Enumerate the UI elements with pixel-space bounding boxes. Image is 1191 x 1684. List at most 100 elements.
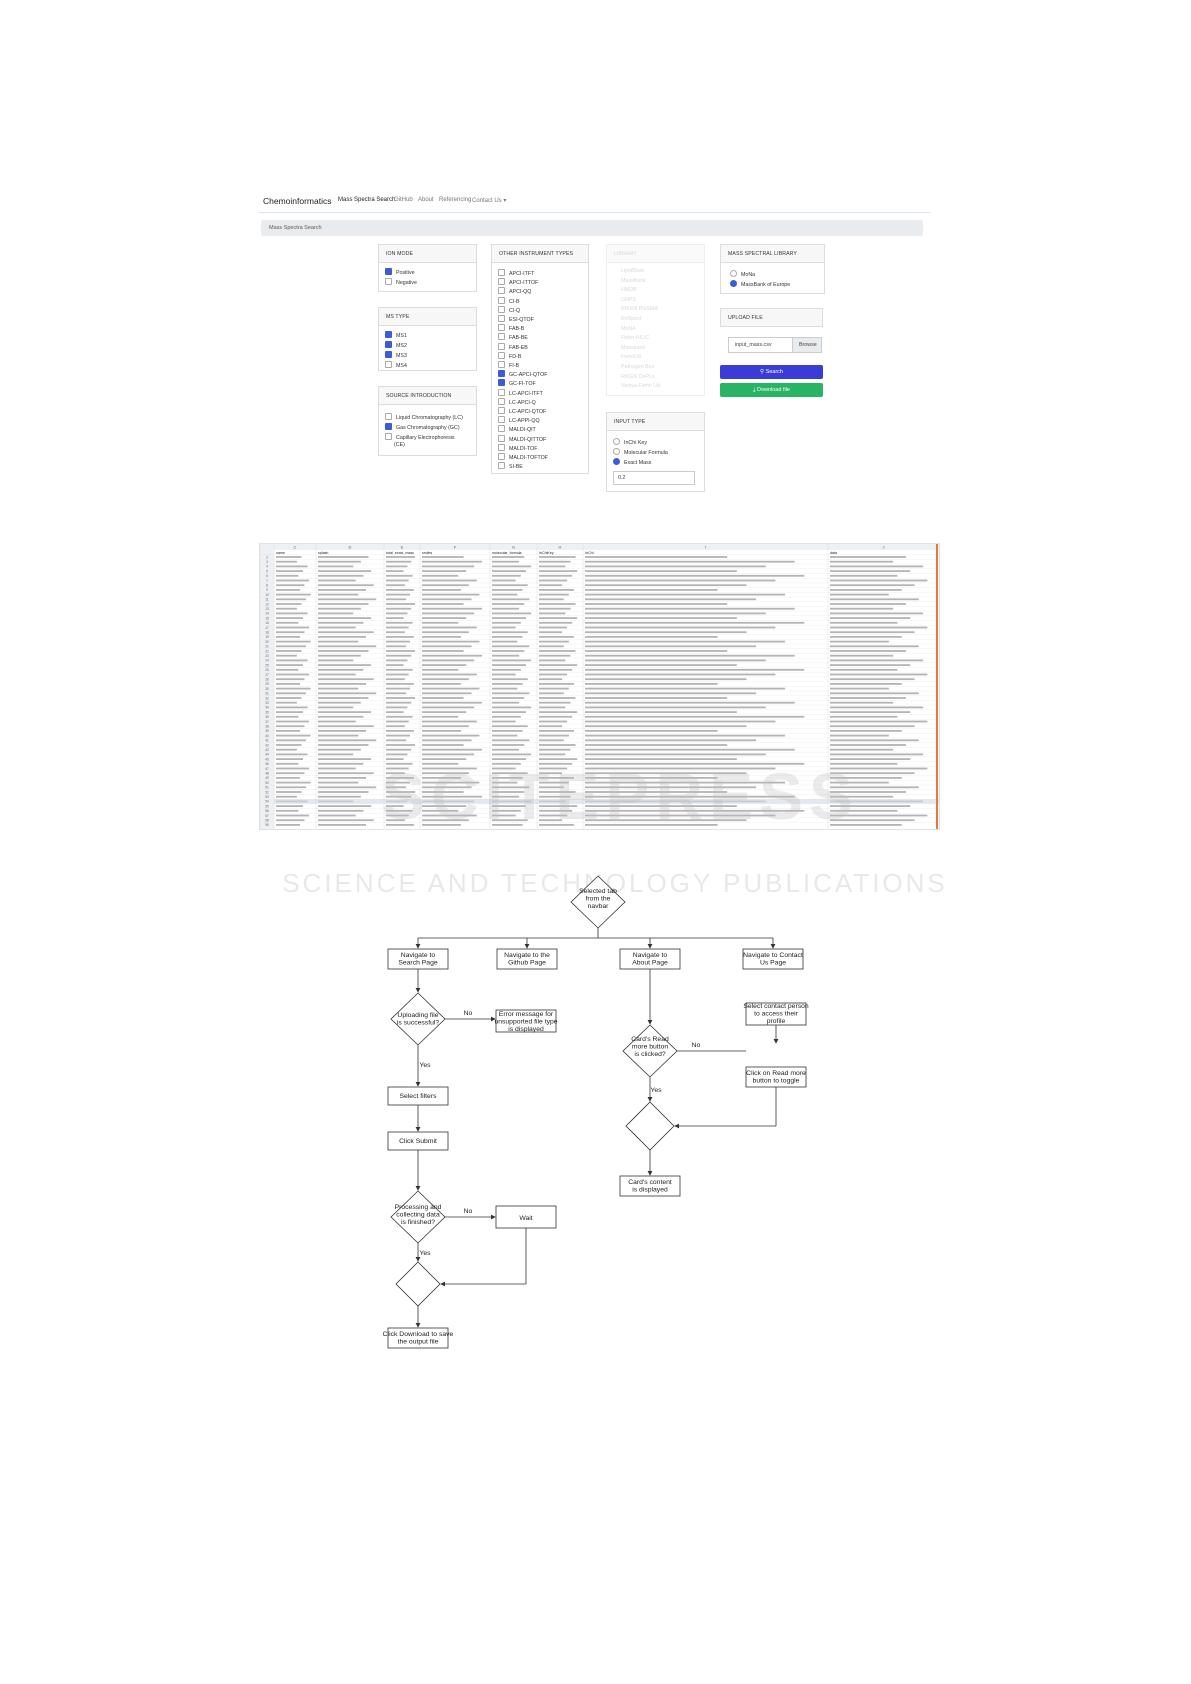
- nav-contact-us[interactable]: Contact Us ▾: [472, 198, 507, 204]
- cell-content: [539, 560, 571, 563]
- instrument-option[interactable]: APCI-QQ: [498, 287, 531, 295]
- source-lc[interactable]: Liquid Chromatography (LC): [385, 413, 463, 421]
- cell-content: [276, 645, 307, 648]
- instrument-option[interactable]: FAB-B: [498, 324, 524, 332]
- checkbox[interactable]: [498, 278, 505, 286]
- checkbox[interactable]: [498, 361, 505, 368]
- instrument-option[interactable]: GC-FI-TOF: [498, 379, 536, 387]
- cell-content: [830, 706, 924, 709]
- input-type-exact-mass[interactable]: Exact Mass: [613, 458, 651, 466]
- library-mona[interactable]: MoNa: [730, 270, 755, 278]
- checkbox[interactable]: [498, 397, 505, 405]
- library-option: Fiehn HILIC: [621, 335, 650, 342]
- checkbox[interactable]: [385, 433, 392, 440]
- instrument-option[interactable]: FAB-BE: [498, 333, 528, 341]
- checkbox[interactable]: [498, 434, 505, 442]
- instrument-option[interactable]: FI-B: [498, 361, 519, 369]
- checkbox[interactable]: [498, 370, 505, 378]
- navbar-brand[interactable]: Chemoinformatics: [263, 196, 332, 206]
- row-number: 33: [265, 701, 269, 705]
- checkbox[interactable]: [385, 331, 392, 338]
- checkbox[interactable]: [498, 388, 505, 396]
- instrument-option[interactable]: CI-Q: [498, 305, 520, 314]
- checkbox[interactable]: [498, 351, 505, 359]
- checkbox[interactable]: [385, 341, 392, 348]
- checkbox[interactable]: [498, 425, 505, 433]
- row-number: 10: [265, 593, 269, 597]
- nav-referencing[interactable]: Referencing: [439, 197, 472, 203]
- instrument-option[interactable]: APCI-ITTOF: [498, 278, 538, 286]
- checkbox[interactable]: [498, 315, 505, 322]
- instrument-option[interactable]: LC-APCI-ITFT: [498, 388, 543, 397]
- cell-content: [539, 744, 576, 746]
- checkbox[interactable]: [498, 296, 505, 304]
- instrument-option[interactable]: ESI-QTOF: [498, 315, 534, 323]
- checkbox[interactable]: [498, 407, 505, 414]
- checkbox[interactable]: [385, 413, 392, 420]
- checkbox[interactable]: [498, 453, 505, 460]
- browse-button[interactable]: Browse: [792, 338, 821, 352]
- checkbox[interactable]: [498, 305, 505, 313]
- instrument-option[interactable]: FAB-EB: [498, 342, 528, 351]
- cell-content: [386, 753, 408, 756]
- instrument-option[interactable]: LC-APPI-QQ: [498, 416, 540, 424]
- exact-mass-input[interactable]: 0.2: [613, 471, 695, 485]
- select-filters-label: Select filters: [399, 1093, 437, 1100]
- radio[interactable]: [613, 438, 620, 445]
- instrument-option[interactable]: MALDI-TOFTOF: [498, 453, 548, 461]
- cell-content: [539, 640, 569, 643]
- checkbox[interactable]: [498, 342, 505, 350]
- row-number: 16: [265, 621, 269, 625]
- source-gc[interactable]: Gas Chromatography (GC): [385, 423, 460, 431]
- search-button[interactable]: ⚲ Search: [720, 365, 823, 379]
- radio[interactable]: [613, 448, 620, 455]
- download-button[interactable]: ⤓ Download file: [720, 383, 823, 397]
- ion-mode-positive[interactable]: Positive: [385, 268, 415, 276]
- library-massbank-europe[interactable]: MassBank of Europe: [730, 280, 790, 288]
- checkbox[interactable]: [498, 462, 505, 470]
- input-type-molecular-formula[interactable]: Molecular Formula: [613, 448, 668, 456]
- ms-type-ms1[interactable]: MS1: [385, 331, 407, 339]
- instrument-option[interactable]: FD-B: [498, 351, 521, 360]
- cell-content: [318, 650, 369, 652]
- instrument-option[interactable]: LC-APCI-QTOF: [498, 407, 546, 415]
- instrument-option[interactable]: APCI-ITFT: [498, 269, 534, 277]
- nav-about[interactable]: About: [418, 197, 434, 203]
- checkbox[interactable]: [385, 351, 392, 358]
- download-icon: ⤓: [753, 387, 756, 393]
- checkbox[interactable]: [498, 287, 505, 295]
- ion-mode-negative[interactable]: Negative: [385, 278, 417, 286]
- checkbox[interactable]: [498, 379, 505, 387]
- source-ce[interactable]: Capillary Electrophoresis: [385, 433, 455, 441]
- checkbox[interactable]: [498, 443, 505, 451]
- nav-github[interactable]: GitHub: [394, 197, 413, 203]
- ms-type-ms2[interactable]: MS2: [385, 341, 407, 349]
- instrument-option[interactable]: GC-APCI-QTOF: [498, 370, 547, 378]
- checkbox[interactable]: [498, 333, 505, 341]
- row-number: 8: [266, 584, 268, 588]
- radio[interactable]: [730, 270, 737, 277]
- instrument-option[interactable]: MALDI-TOF: [498, 443, 537, 452]
- checkbox[interactable]: [385, 268, 392, 275]
- radio[interactable]: [613, 458, 620, 465]
- instrument-option[interactable]: MALDI-QIT: [498, 425, 536, 433]
- nav-mass-spectra-search[interactable]: Mass Spectra Search: [338, 197, 396, 203]
- checkbox[interactable]: [385, 278, 392, 285]
- checkbox[interactable]: [498, 416, 505, 424]
- radio[interactable]: [730, 280, 737, 287]
- checkbox[interactable]: [498, 324, 505, 332]
- cell-content: [585, 795, 795, 798]
- cell-content: [492, 711, 526, 713]
- checkbox[interactable]: [498, 269, 505, 276]
- checkbox[interactable]: [385, 423, 392, 430]
- instrument-option[interactable]: MALDI-QITTOF: [498, 434, 546, 443]
- file-input[interactable]: input_mass.csv Browse: [728, 337, 822, 353]
- input-type-inchikey[interactable]: InChi Key: [613, 438, 647, 446]
- cell-content: [318, 809, 364, 812]
- checkbox[interactable]: [385, 361, 392, 368]
- instrument-option[interactable]: SI-BE: [498, 462, 523, 470]
- ms-type-ms4[interactable]: MS4: [385, 361, 407, 369]
- instrument-option[interactable]: LC-APCI-Q: [498, 397, 536, 406]
- instrument-option[interactable]: CI-B: [498, 296, 520, 305]
- ms-type-ms3[interactable]: MS3: [385, 351, 407, 359]
